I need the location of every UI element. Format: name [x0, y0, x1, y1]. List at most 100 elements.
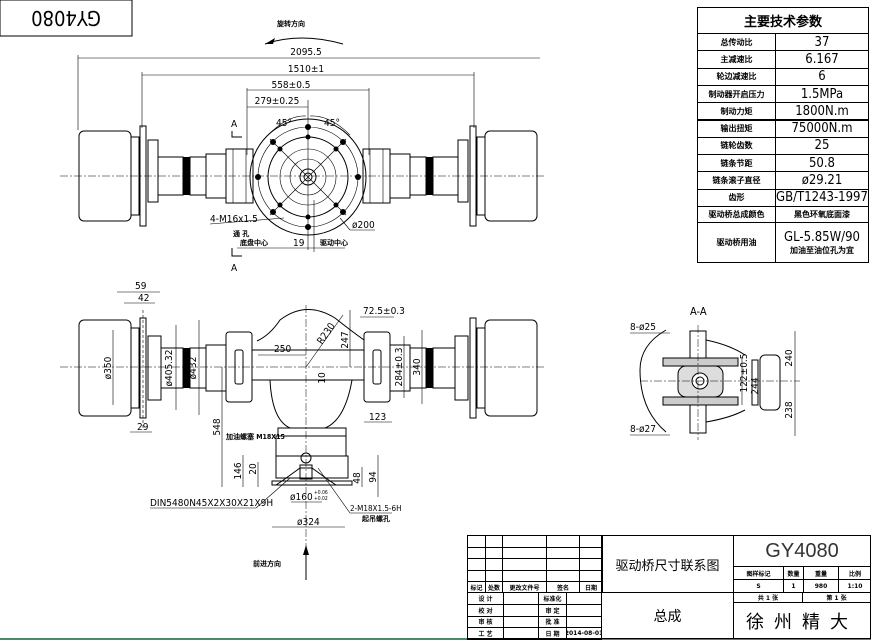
parameter-value: 6.167 — [775, 50, 869, 69]
offset-value: 19 — [293, 238, 305, 249]
sheet-number: 第 1 张 — [802, 592, 871, 603]
section-title: A-A — [690, 305, 707, 318]
dim-10: 10 — [317, 372, 328, 384]
parameter-label: 主减速比 — [697, 50, 776, 69]
parameter-label: 制动力矩 — [697, 102, 776, 121]
info-value: 980 — [803, 579, 839, 593]
dim-350: ø350 — [103, 356, 114, 379]
dim-123: 123 — [369, 412, 386, 423]
sheets-total: 共 1 张 — [733, 592, 803, 603]
section-view: A-A 8-ø25 8-ø27 240 238 122±0.5 244 — [630, 305, 800, 440]
dim-284: 284±0.3 — [394, 347, 405, 386]
parameter-value: 50.8 — [775, 154, 869, 173]
parameter-label: 输出扭矩 — [697, 119, 776, 138]
info-header: 重量 — [803, 566, 839, 580]
parameter-value: GB/T1243-1997 — [775, 188, 869, 207]
angle-left: 45° — [276, 118, 292, 129]
stamp-text: GY4080 — [31, 6, 101, 30]
dim-548: 548 — [212, 418, 223, 435]
spline-label: DIN5480N45X2X30X21X9H — [150, 498, 273, 509]
sign-value: 2014-08-01 — [566, 627, 602, 641]
parameter-value: 6 — [775, 67, 869, 86]
dim-72-5: 72.5±0.3 — [363, 306, 405, 317]
holes-bottom-label: 8-ø27 — [630, 424, 656, 435]
drawing-number-stamp: GY4080 — [0, 0, 133, 37]
parameter-label: 驱动桥总成颜色 — [697, 206, 776, 223]
info-header: 比例 — [838, 566, 871, 580]
parameter-label: 总传动比 — [697, 33, 776, 52]
parameter-value: ø29.21 — [775, 171, 869, 190]
dim-overall: 2095.5 — [290, 47, 321, 58]
plug-label: 加油螺塞 M18X15 — [225, 432, 285, 441]
offset-left-label: 底盘中心 — [240, 238, 268, 247]
parameter-value-line1: GL-5.85W/90 — [784, 229, 860, 245]
forward-label: 前进方向 — [253, 559, 281, 568]
dim-250: 250 — [274, 344, 291, 355]
parameter-value: 1.5MPa — [775, 84, 869, 104]
parameter-label: 链轮齿数 — [697, 136, 776, 156]
dim-mount: 1510±1 — [288, 64, 324, 75]
dim-247: 247 — [340, 331, 351, 348]
thread-note: 通 孔 — [233, 229, 249, 238]
dim-29: 29 — [137, 422, 149, 433]
dim-plate: 558±0.5 — [271, 80, 310, 91]
dim-42: 42 — [138, 293, 149, 304]
parameter-value: 黑色环氧底面漆 — [775, 206, 869, 223]
info-value: 1 — [783, 579, 804, 593]
company-name: 徐州精大 — [733, 602, 871, 639]
top-view: 旋转方向 2095.5 1510±1 558±0.5 279±0.25 45° … — [60, 19, 545, 274]
lift-thread-label: 2-M18X1.5-6H — [350, 504, 402, 513]
thread-label: 4-M16x1.5 — [210, 214, 258, 225]
info-value: S — [733, 579, 784, 593]
sign-cell — [503, 627, 539, 641]
dim-r230: R230 — [315, 321, 338, 347]
drawing-title: 驱动桥尺寸联系图 — [601, 535, 734, 593]
parameter-label: 驱动桥用油 — [697, 222, 776, 263]
section-mark-bottom: A — [231, 263, 238, 274]
dim-405: ø405.32 — [164, 350, 175, 387]
sign-role: 工 艺 — [467, 627, 504, 641]
sign-role-2: 日 期 — [538, 627, 567, 641]
parameter-value: 75000N.m — [775, 119, 869, 138]
dim-59: 59 — [135, 281, 147, 292]
info-value: 1:10 — [838, 579, 871, 593]
parameter-label: 链条滚子直径 — [697, 171, 776, 190]
parameter-value-line2: 加油至油位孔为宜 — [790, 245, 854, 255]
dia-label: ø200 — [352, 220, 375, 231]
angle-right: 45° — [324, 118, 340, 129]
parameter-label: 齿形 — [697, 188, 776, 207]
parameter-value: 25 — [775, 136, 869, 156]
parameter-label: 轮边减速比 — [697, 67, 776, 86]
info-header: 数量 — [783, 566, 804, 580]
dim-160-tol-up: +0.06 — [314, 490, 328, 496]
dim-340: 340 — [412, 358, 423, 375]
parameter-value: 1800N.m — [775, 102, 869, 121]
parameter-value: 37 — [775, 33, 869, 52]
dim-94: 94 — [368, 471, 379, 483]
dim-122: 122±0.5 — [739, 353, 750, 392]
dim-160-tol-down: +0.02 — [314, 496, 328, 502]
rotation-arrow-icon — [264, 37, 344, 45]
dim-238: 238 — [784, 401, 795, 418]
offset-right-label: 驱动中心 — [320, 238, 348, 247]
front-view: 59 42 29 ø350 ø405.32 ø432 250 R230 247 … — [60, 281, 545, 580]
dim-146: 146 — [233, 462, 244, 479]
drawing-number: GY4080 — [733, 535, 871, 567]
part-name: 总成 — [601, 592, 734, 639]
holes-top-label: 8-ø25 — [630, 322, 656, 333]
dim-48: 48 — [352, 472, 363, 484]
dim-244: 244 — [750, 377, 761, 394]
dim-half: 279±0.25 — [255, 96, 300, 107]
parameter-table-title: 主要技术参数 — [697, 7, 869, 34]
parameter-label: 链条节距 — [697, 154, 776, 173]
info-header: 图样标记 — [733, 566, 784, 580]
lift-note: 起吊螺孔 — [361, 514, 390, 523]
dim-240: 240 — [784, 349, 795, 366]
rotation-label: 旋转方向 — [276, 19, 305, 28]
dim-160: ø160 — [290, 492, 313, 503]
section-mark-top: A — [231, 119, 238, 130]
dim-432: ø432 — [188, 357, 199, 380]
parameter-label: 制动器开启压力 — [697, 84, 776, 104]
